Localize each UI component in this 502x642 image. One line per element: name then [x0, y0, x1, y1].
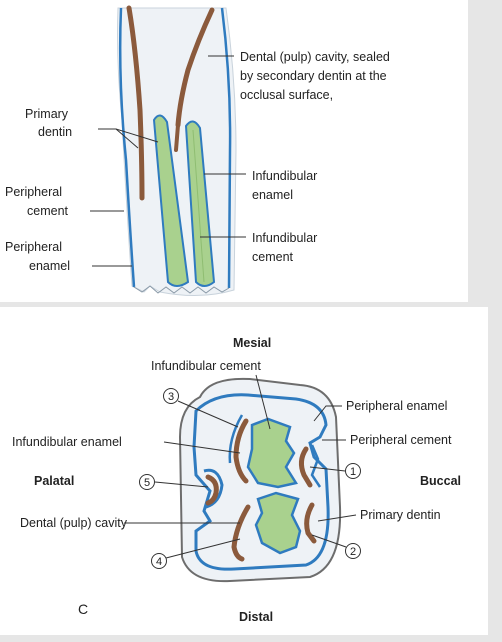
tooth-base [133, 285, 230, 294]
pulp-cavity-left [126, 5, 145, 201]
label-palatal: Palatal [34, 474, 74, 488]
peripheral-enamel-outline [192, 393, 330, 571]
longitudinal-section-panel: Dental (pulp) cavity, sealed by secondar… [0, 0, 468, 302]
label-peripheral-enamel-2: enamel [29, 259, 70, 273]
infundibulum-right-core [192, 129, 205, 283]
leader-infundibular-enamel [163, 441, 241, 454]
label-infundibular-enamel: Infundibular enamel [12, 435, 122, 449]
pulp-cavity-right [175, 7, 215, 128]
peripheral-enamel-left [118, 7, 136, 288]
pulp-cavity-right-lower [174, 123, 180, 152]
label-infundibular-enamel-1: Infundibular [252, 169, 317, 183]
svg-text:1: 1 [350, 466, 356, 478]
label-mesial: Mesial [233, 336, 271, 350]
enamel-fold-left [228, 414, 244, 464]
label-primary-dentin-2: dentin [38, 125, 72, 139]
longitudinal-section-diagram: Dental (pulp) cavity, sealed by secondar… [5, 5, 390, 297]
label-infundibular-cement: Infundibular cement [151, 359, 261, 373]
label-pulp-cavity-1: Dental (pulp) cavity, sealed [240, 50, 390, 64]
leader-primary-dentin [317, 514, 357, 522]
label-peripheral-enamel: Peripheral enamel [346, 399, 447, 413]
leader-marker-5 [154, 481, 209, 488]
label-dental-pulp-cavity: Dental (pulp) cavity [20, 516, 128, 530]
label-primary-dentin: Primary dentin [360, 508, 441, 522]
infundibulum-right [184, 120, 216, 287]
label-pulp-cavity-2: by secondary dentin at the [240, 69, 387, 83]
peripheral-enamel-right [220, 7, 232, 289]
label-pulp-cavity-3: occlusal surface, [240, 88, 333, 102]
label-infundibular-enamel-2: enamel [252, 188, 293, 202]
leader-marker-2 [311, 534, 347, 548]
leader-marker-1 [309, 466, 346, 472]
svg-text:5: 5 [144, 477, 150, 489]
label-peripheral-cement-1: Peripheral [5, 185, 62, 199]
panel-letter: C [78, 601, 88, 617]
leader-marker-4 [165, 538, 241, 559]
label-infundibular-cement-2: cement [252, 250, 294, 264]
svg-text:3: 3 [168, 391, 174, 403]
occlusal-section-diagram: Mesial Distal Palatal Buccal C Infundibu… [12, 336, 461, 624]
infundibulum-upper [246, 417, 298, 489]
svg-text:4: 4 [156, 556, 162, 568]
leader-marker-3 [177, 400, 239, 428]
marker-1: 1 [345, 463, 361, 479]
svg-text:2: 2 [350, 546, 356, 558]
leader-primary-dentin-2 [115, 128, 159, 143]
marker-3: 3 [163, 388, 179, 404]
marker-2: 2 [345, 543, 361, 559]
label-peripheral-enamel-1: Peripheral [5, 240, 62, 254]
occlusal-section-panel: Mesial Distal Palatal Buccal C Infundibu… [0, 307, 488, 635]
infundibulum-lower [254, 491, 302, 555]
pulp-cavity-4 [231, 504, 251, 562]
leader-infundibular-cement [255, 374, 271, 430]
pulp-cavity-3 [233, 418, 249, 484]
label-peripheral-cement-2: cement [27, 204, 69, 218]
label-buccal: Buccal [420, 474, 461, 488]
label-infundibular-cement-1: Infundibular [252, 231, 317, 245]
pulp-cavity-2 [304, 502, 317, 544]
marker-5: 5 [139, 474, 155, 490]
marker-4: 4 [151, 553, 167, 569]
pulp-cavity-1 [298, 446, 313, 488]
enamel-fold-right [310, 444, 322, 488]
label-distal: Distal [239, 610, 273, 624]
leader-peripheral-enamel [313, 405, 342, 422]
pulp-cavity-5 [205, 474, 219, 506]
palatal-fold [203, 468, 224, 509]
label-peripheral-cement: Peripheral cement [350, 433, 452, 447]
infundibulum-left [152, 114, 190, 287]
label-primary-dentin-1: Primary [25, 107, 69, 121]
